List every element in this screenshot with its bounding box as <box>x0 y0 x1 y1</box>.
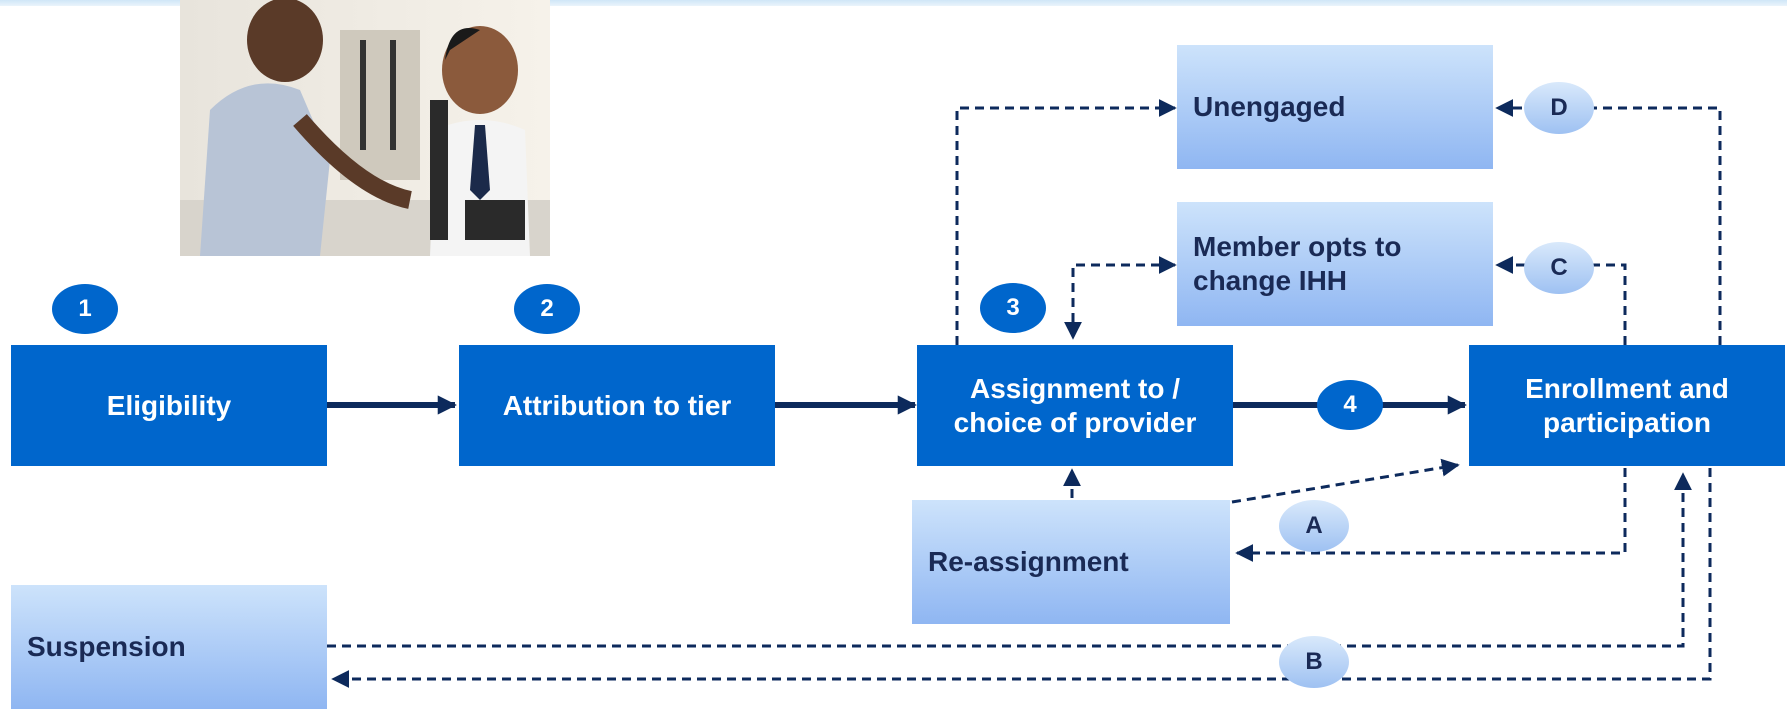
reassignment-label: Re-assignment <box>928 546 1129 578</box>
path-b-badge: B <box>1279 636 1349 688</box>
path-c-badge: C <box>1524 242 1594 294</box>
arrow-assignment-to-unengaged <box>955 99 1177 345</box>
attribution-box: Attribution to tier <box>459 345 775 466</box>
unengaged-label: Unengaged <box>1193 91 1346 123</box>
path-c-label: C <box>1550 254 1568 281</box>
path-d-label: D <box>1550 94 1568 121</box>
step-1-label: 1 <box>78 295 92 322</box>
arrow-assignment-member-opts <box>1064 256 1177 340</box>
reassignment-box: Re-assignment <box>912 500 1230 624</box>
step-3-label: 3 <box>1006 294 1020 321</box>
step-3-badge: 3 <box>980 283 1046 333</box>
enrollment-box: Enrollment and participation <box>1469 345 1785 466</box>
eligibility-label: Eligibility <box>106 389 232 421</box>
eligibility-box: Eligibility <box>11 345 327 466</box>
enrollment-label: Enrollment and participation <box>1525 372 1729 438</box>
step-2-label: 2 <box>540 295 554 322</box>
assignment-box: Assignment to / choice of provider <box>917 345 1233 466</box>
suspension-label: Suspension <box>27 631 186 663</box>
suspension-box: Suspension <box>11 585 327 709</box>
attribution-label: Attribution to tier <box>502 389 732 421</box>
arrow-b-suspension-to-enrollment <box>327 472 1692 648</box>
step-2-badge: 2 <box>514 284 580 334</box>
path-a-badge: A <box>1279 500 1349 552</box>
path-b-label: B <box>1305 648 1323 675</box>
arrow-b-enrollment-to-suspension <box>331 468 1712 688</box>
top-accent-bar <box>0 0 1787 6</box>
unengaged-box: Unengaged <box>1177 45 1493 169</box>
member-opts-label: Member opts to change IHH <box>1193 231 1402 296</box>
path-d-badge: D <box>1524 82 1594 134</box>
step-4-badge: 4 <box>1317 380 1383 430</box>
step-4-label: 4 <box>1343 391 1357 418</box>
step-1-badge: 1 <box>52 284 118 334</box>
assignment-label: Assignment to / choice of provider <box>953 372 1197 438</box>
arrow-reassignment-to-enrollment <box>1231 458 1460 504</box>
member-opts-box: Member opts to change IHH <box>1177 202 1493 326</box>
arrow-d-enrollment-to-unengaged <box>1495 99 1722 345</box>
path-a-label: A <box>1305 512 1323 539</box>
clinic-photo <box>180 0 550 256</box>
